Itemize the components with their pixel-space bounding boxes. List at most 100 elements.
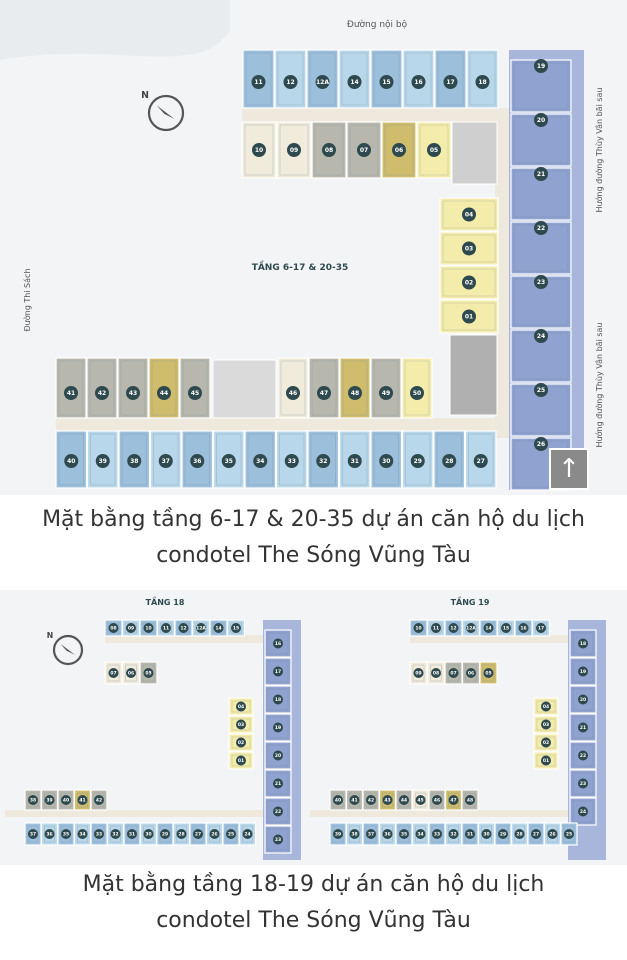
compass-ring [147, 94, 185, 132]
unit-label-badge [432, 795, 442, 805]
caption-floor-6-35: Mặt bằng tầng 6-17 & 20-35 dự án căn hộ … [0, 502, 627, 574]
unit-number: 31 [467, 832, 473, 838]
unit-number: 27 [477, 458, 485, 465]
unit-label-badge [578, 778, 588, 789]
unit-outline [142, 664, 155, 682]
unit-number: 24 [244, 832, 250, 838]
unit-number: 07 [110, 671, 116, 677]
unit-number: 05 [485, 671, 491, 677]
unit-label-badge [462, 309, 476, 324]
unit-number: 03 [465, 246, 473, 253]
unit-label-badge [143, 668, 154, 678]
unit-outline [405, 52, 432, 106]
unit-outline [182, 360, 208, 416]
unit-label-badge [475, 75, 490, 89]
unit-number: 17 [538, 626, 544, 632]
unit-label-badge [158, 454, 173, 468]
unit-label-badge [432, 829, 442, 839]
unit-label-badge [110, 829, 121, 839]
unit-label-badge [94, 795, 104, 805]
road-label-right-bottom: Hướng đường Thùy Vân bãi sau [594, 323, 604, 448]
scroll-to-top-button[interactable]: ↑ [549, 448, 589, 490]
unit-label-badge [501, 623, 511, 633]
unit-number: 41 [79, 798, 85, 804]
unit-label-badge [236, 719, 246, 730]
unit-label-badge [534, 167, 548, 181]
unit-label-badge [161, 623, 171, 633]
unit-label-badge [473, 454, 488, 468]
unit-outline [373, 360, 399, 416]
unit-outline [419, 124, 449, 176]
unit-outline [430, 664, 442, 682]
unit-number: 16 [275, 641, 281, 647]
unit-label-badge [273, 722, 283, 733]
unit-label-badge [534, 275, 548, 289]
unit-number: 01 [465, 314, 473, 321]
unit-label-badge [349, 795, 360, 805]
unit-number: 42 [98, 390, 106, 397]
unit-number: 34 [417, 832, 423, 838]
unit-label-badge [534, 329, 548, 343]
unit-number: 30 [145, 832, 151, 838]
unit-number: 32 [319, 458, 327, 465]
unit-label-badge [448, 829, 459, 839]
unit-number: 06 [395, 147, 403, 154]
unit-label-badge [126, 668, 136, 678]
unit-number: 22 [275, 809, 281, 815]
unit-outline [536, 700, 556, 713]
unit-label-badge [443, 75, 458, 89]
unit-label-badge [64, 386, 78, 400]
unit-number: 43 [129, 390, 137, 397]
unit-label-badge [382, 829, 393, 839]
unit-number: 38 [30, 798, 36, 804]
unit-outline [572, 688, 594, 711]
floor-label: TẦNG 19 [451, 595, 490, 607]
unit-number: 29 [500, 832, 506, 838]
unit-outline [231, 754, 251, 767]
unit-outline [216, 433, 242, 486]
unit-number: 12A [466, 626, 476, 632]
unit-label-badge [333, 829, 343, 839]
unit-label-badge [176, 829, 187, 839]
corridor [5, 810, 265, 817]
unit-number: 38 [351, 832, 357, 838]
unit-outline [536, 736, 556, 749]
unit-label-badge [221, 454, 236, 468]
unit-number: 31 [129, 832, 135, 838]
unit-label-badge [236, 755, 246, 766]
unit-number: 11 [433, 626, 439, 632]
unit-number: 15 [382, 79, 390, 86]
unit-label-badge [188, 386, 202, 400]
unit-number: 12 [450, 626, 456, 632]
unit-number: 17 [275, 669, 281, 675]
unit-outline [572, 660, 594, 683]
unit-number: 24 [580, 809, 586, 815]
unit-outline [309, 52, 336, 106]
unit-label-badge [61, 795, 71, 805]
unit-label-badge [236, 701, 246, 712]
unit-number: 44 [401, 798, 407, 804]
unit-label-badge [534, 221, 548, 235]
unit-label-badge [209, 829, 220, 839]
unit-number: 26 [211, 832, 217, 838]
unit-label-badge [127, 829, 137, 839]
road-label-top: Đường nội bộ [347, 19, 408, 30]
unit-label-badge [77, 829, 88, 839]
stair-core [451, 121, 498, 185]
caption-line: Mặt bằng tầng 18-19 dự án căn hộ du lịch [82, 872, 545, 897]
unit-number: 34 [256, 458, 264, 465]
unit-outline [572, 632, 594, 655]
unit-label-badge [94, 829, 104, 839]
unit-number: 34 [79, 832, 85, 838]
unit-outline [267, 800, 289, 823]
unit-number: 23 [537, 279, 545, 286]
unit-number: 36 [46, 832, 52, 838]
unit-label-badge [541, 719, 551, 730]
apartment-unit [264, 629, 292, 658]
unit-label-badge [534, 383, 548, 397]
unit-outline [572, 716, 594, 739]
unit-outline [244, 124, 274, 176]
unit-number: 04 [465, 212, 473, 219]
